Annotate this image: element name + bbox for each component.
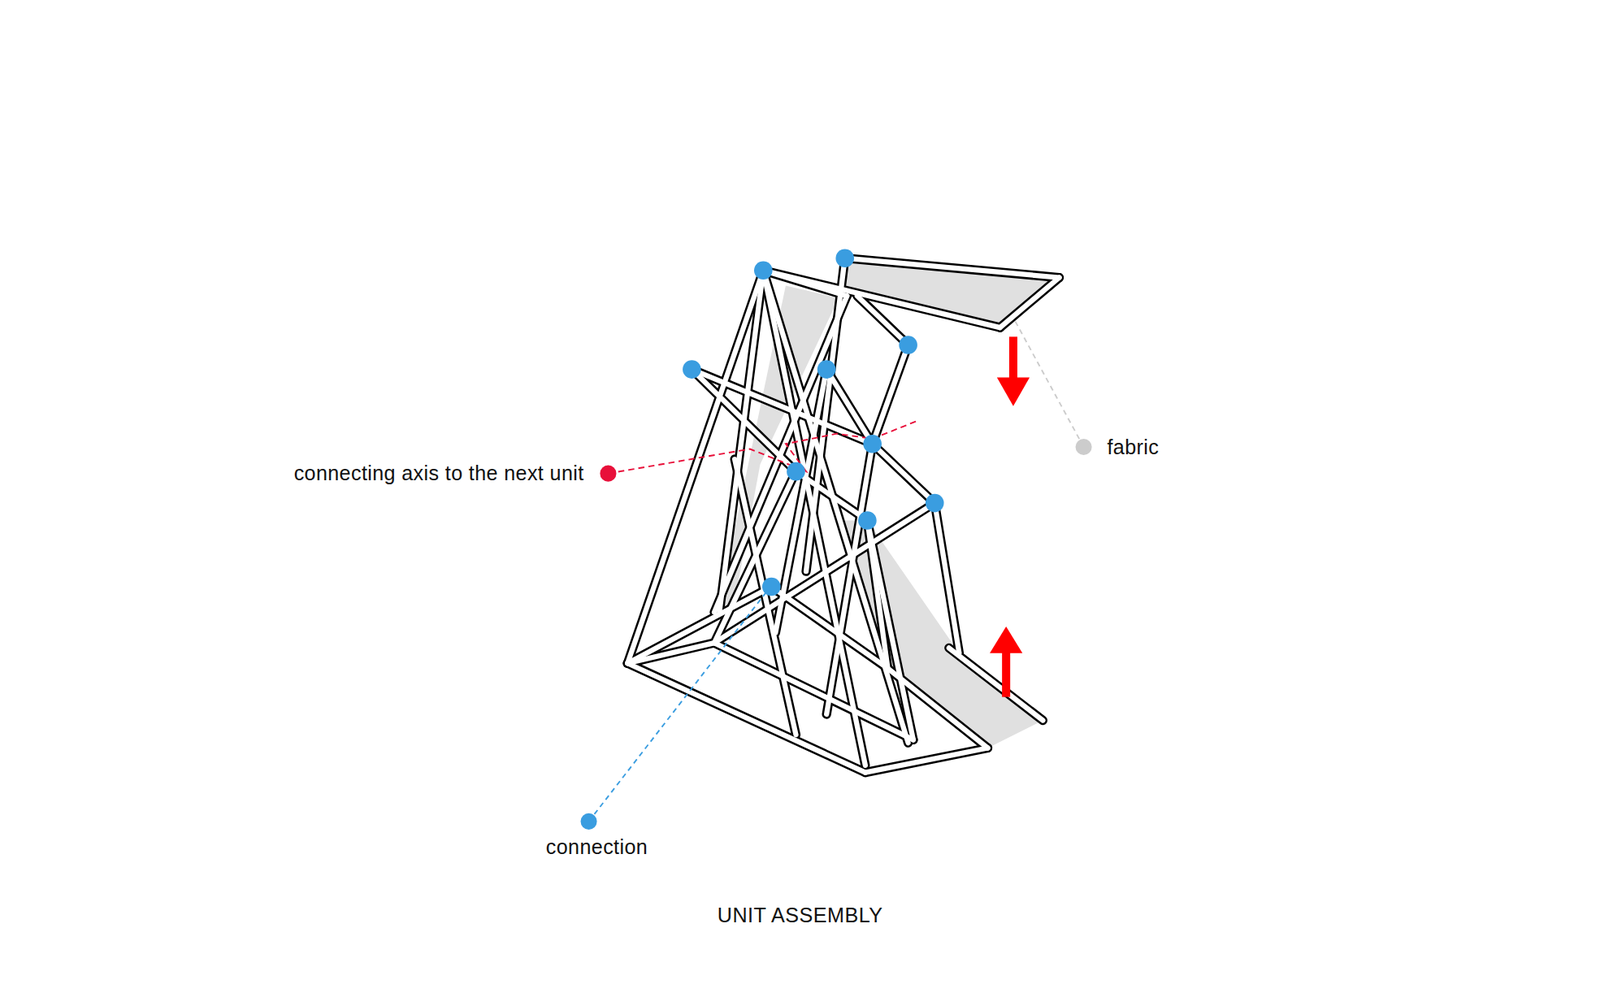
callout-label: connecting axis to the next unit [294, 461, 585, 486]
leader-dot [1075, 438, 1093, 456]
callout-label: connection [546, 834, 648, 859]
caption: UNIT ASSEMBLY [717, 902, 884, 928]
tube-frame [627, 258, 1059, 773]
leader-dot [599, 465, 616, 482]
callout-label: fabric [1106, 434, 1159, 460]
force-arrows [989, 336, 1030, 697]
connecting-axis [607, 420, 919, 473]
connection-dots [581, 248, 945, 830]
leader-line [589, 586, 772, 822]
tube-frame [627, 258, 1059, 773]
